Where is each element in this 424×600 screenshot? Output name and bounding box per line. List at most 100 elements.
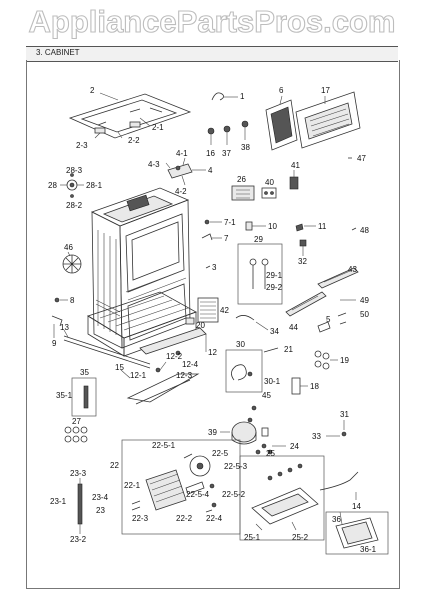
label-part-25: 25 <box>266 449 275 458</box>
label-part-29-1: 29-1 <box>266 271 283 280</box>
compressor-39-drawing <box>220 421 269 445</box>
part-10-drawing <box>245 221 266 231</box>
label-part-2-2: 2-2 <box>128 136 140 145</box>
label-part-4-2: 4-2 <box>175 187 187 196</box>
label-part-4-3: 4-3 <box>148 160 160 169</box>
part-30-drawing <box>225 349 263 393</box>
label-part-1: 1 <box>240 92 245 101</box>
label-part-14: 14 <box>352 502 361 511</box>
label-part-23: 23 <box>96 506 105 515</box>
label-part-4-1: 4-1 <box>176 149 188 158</box>
label-part-27: 27 <box>72 417 81 426</box>
label-part-22-2: 22-2 <box>176 514 193 523</box>
condenser-assembly-22-drawing <box>121 439 241 535</box>
label-part-36: 36 <box>332 515 341 524</box>
label-part-7-1: 7-1 <box>224 218 236 227</box>
label-part-28-1: 28-1 <box>86 181 103 190</box>
part-18-drawing <box>291 377 308 395</box>
part-11-drawing <box>295 223 304 232</box>
label-part-12-3: 12-3 <box>176 371 193 380</box>
part-40-drawing <box>261 187 277 199</box>
part-43-drawing <box>317 267 359 289</box>
top-plate-drawing <box>68 93 192 139</box>
base-plate-25-drawing <box>239 455 325 541</box>
label-part-12: 12 <box>208 348 217 357</box>
label-part-4: 4 <box>208 166 213 175</box>
label-part-22-1: 22-1 <box>124 481 141 490</box>
part-42-drawing <box>197 297 219 323</box>
label-part-28: 28 <box>48 181 57 190</box>
label-part-40: 40 <box>265 178 274 187</box>
label-part-43: 43 <box>348 265 357 274</box>
label-part-22-5-2: 22-5-2 <box>222 490 246 499</box>
hinge-4-drawing <box>165 157 206 186</box>
part-14-drawing <box>319 471 359 491</box>
panel-6-drawing <box>265 95 298 151</box>
part-32-drawing <box>299 239 307 256</box>
label-part-22-4: 22-4 <box>206 514 223 523</box>
label-part-37: 37 <box>222 149 231 158</box>
label-part-32: 32 <box>298 257 307 266</box>
label-part-12-1: 12-1 <box>130 371 147 380</box>
part-45-drawing <box>247 405 257 423</box>
label-part-3: 3 <box>212 263 217 272</box>
label-part-48: 48 <box>360 226 369 235</box>
part-19-drawing <box>314 350 338 370</box>
label-part-46: 46 <box>64 243 73 252</box>
label-part-18: 18 <box>310 382 319 391</box>
label-part-36-1: 36-1 <box>360 545 377 554</box>
label-part-42: 42 <box>220 306 229 315</box>
label-part-26: 26 <box>237 175 246 184</box>
bracket-15-drawing <box>120 369 200 405</box>
label-part-45: 45 <box>262 391 271 400</box>
label-part-28-3: 28-3 <box>66 166 83 175</box>
label-part-12-4: 12-4 <box>182 360 199 369</box>
part-44-drawing <box>285 291 327 317</box>
part-35-drawing <box>71 377 97 417</box>
label-part-35: 35 <box>80 368 89 377</box>
label-part-22-5-3: 22-5-3 <box>224 462 248 471</box>
label-part-8: 8 <box>70 296 75 305</box>
part-29-drawing <box>237 243 283 305</box>
label-part-17: 17 <box>321 86 330 95</box>
watermark: AppliancePartsPros.com <box>28 3 396 39</box>
label-part-23-3: 23-3 <box>70 469 87 478</box>
parts-31-33-drawing <box>326 420 347 437</box>
part-27-drawing <box>64 426 88 443</box>
label-part-22: 22 <box>110 461 119 470</box>
label-part-22-5-1: 22-5-1 <box>152 441 176 450</box>
label-part-15: 15 <box>115 363 124 372</box>
part-34-drawing <box>235 315 255 321</box>
label-part-47: 47 <box>357 154 366 163</box>
part-labels: 1 2 2-1 2-2 2-3 16 37 38 6 17 47 4-1 4-3… <box>48 86 377 554</box>
label-part-10: 10 <box>268 222 277 231</box>
label-part-22-3: 22-3 <box>132 514 149 523</box>
label-part-13: 13 <box>60 323 69 332</box>
fan-46-drawing <box>62 251 82 274</box>
label-part-23-1: 23-1 <box>50 497 67 506</box>
label-part-9: 9 <box>52 339 57 348</box>
parts-8-9-drawing <box>51 297 68 338</box>
label-part-50: 50 <box>360 310 369 319</box>
part-41-drawing <box>289 170 299 190</box>
diagram-frame <box>26 60 400 589</box>
watermark-text: AppliancePartsPros.com <box>29 4 396 39</box>
drawer-36-drawing <box>325 511 389 555</box>
label-part-21: 21 <box>284 345 293 354</box>
parts-5-50-drawing <box>317 312 347 333</box>
label-part-33: 33 <box>312 432 321 441</box>
screws-16-37-38 <box>207 120 249 145</box>
label-part-49: 49 <box>360 296 369 305</box>
label-part-20: 20 <box>196 321 205 330</box>
label-part-25-2: 25-2 <box>292 533 309 542</box>
label-part-44: 44 <box>289 323 298 332</box>
wire-clip-drawing <box>211 92 224 101</box>
label-part-23-4: 23-4 <box>92 493 109 502</box>
label-part-22-5: 22-5 <box>212 449 229 458</box>
part-23-drawing <box>77 478 83 534</box>
part-7-drawing <box>201 219 222 241</box>
label-part-2: 2 <box>90 86 95 95</box>
part-3-drawing <box>205 265 211 269</box>
label-part-29: 29 <box>254 235 263 244</box>
